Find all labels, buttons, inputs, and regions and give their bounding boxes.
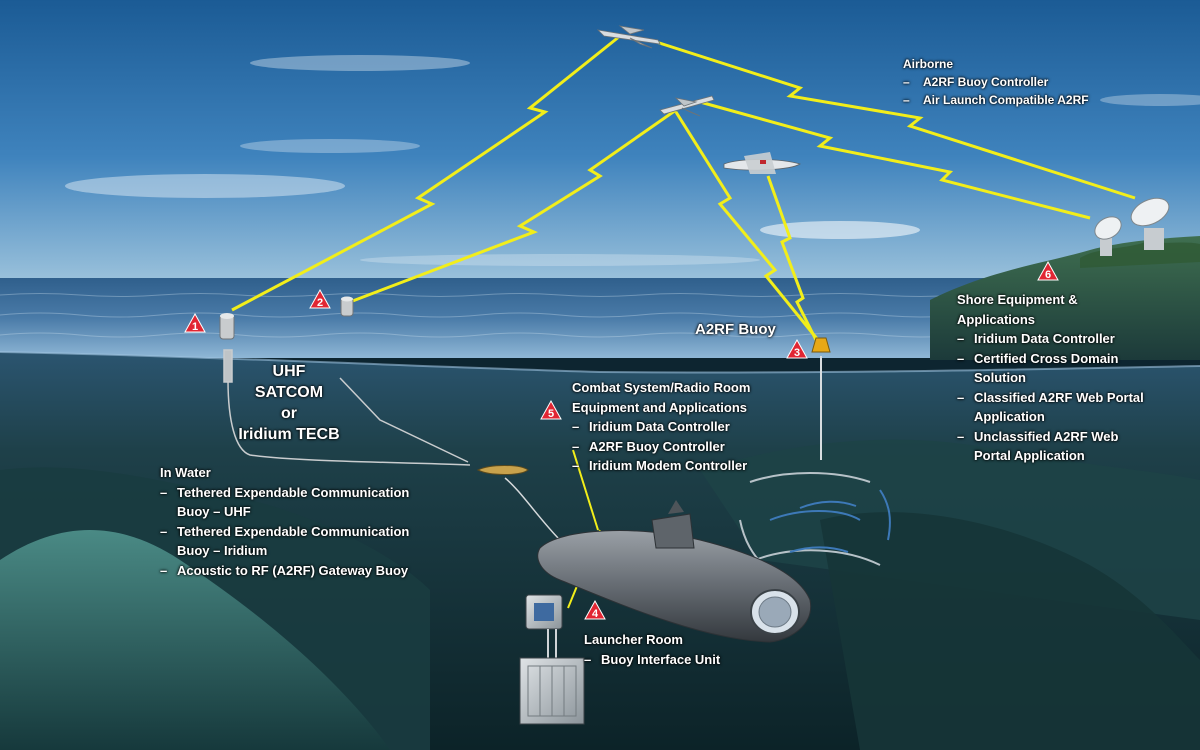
- shore-item: –Unclassified A2RF Web Portal Applicatio…: [957, 428, 1119, 464]
- airborne-item: –A2RF Buoy Controller: [903, 75, 1049, 89]
- combat-system-item: –A2RF Buoy Controller: [572, 438, 725, 454]
- acoustic-waves: [739, 472, 891, 571]
- buoy-2: [340, 296, 354, 317]
- svg-text:5: 5: [548, 408, 554, 420]
- clouds: [65, 55, 1200, 266]
- shore-title: Shore Equipment & Applications: [957, 292, 1078, 327]
- satellite-dishes: [1094, 197, 1170, 256]
- in-water-title: In Water: [160, 465, 211, 480]
- marker-5: 5: [540, 399, 562, 420]
- marker-1: 1: [184, 312, 206, 333]
- combat-system-item: –Iridium Modem Controller: [572, 458, 748, 473]
- comm-links: [231, 34, 1136, 609]
- tecb-label: UHF SATCOM or Iridium TECB: [238, 363, 340, 443]
- svg-text:2: 2: [317, 297, 323, 309]
- marker-3: 3: [786, 338, 808, 359]
- marker-2: 2: [309, 288, 331, 309]
- a2rf-buoy-label: A2RF Buoy: [695, 321, 776, 338]
- svg-text:4: 4: [592, 608, 599, 620]
- tecb-canister: [476, 465, 561, 541]
- airborne-title: Airborne: [903, 57, 954, 71]
- combat-system-item: –Iridium Data Controller: [572, 419, 730, 434]
- combat-system-title: Combat System/Radio Room: [572, 380, 751, 395]
- launcher-room-item: –Buoy Interface Unit: [584, 651, 721, 667]
- buoy-1: [219, 313, 235, 340]
- shore-item: –Classified A2RF Web Portal Application: [957, 389, 1144, 425]
- seafloor: [0, 439, 1200, 750]
- launcher-room-label: Launcher Room –Buoy Interface Unit: [584, 630, 764, 669]
- combat-system-label: Combat System/Radio Room Equipment and A…: [572, 378, 772, 476]
- in-water-item: –Tethered Expendable Communication Buoy …: [160, 484, 410, 520]
- buoy-interface-unit: [519, 594, 585, 725]
- shore-item: –Iridium Data Controller: [957, 331, 1115, 346]
- in-water-label: In Water –Tethered Expendable Communicat…: [160, 463, 430, 580]
- aircraft-high: [596, 25, 661, 49]
- svg-text:1: 1: [192, 321, 198, 333]
- marker-4: 4: [584, 599, 606, 620]
- in-water-item: –Tethered Expendable Communication Buoy …: [160, 523, 410, 559]
- launcher-room-title: Launcher Room: [584, 632, 683, 647]
- svg-text:3: 3: [794, 347, 800, 359]
- tether-cable: [223, 349, 471, 466]
- airborne-item: –Air Launch Compatible A2RF: [903, 93, 1089, 107]
- marker-6: 6: [1037, 260, 1059, 281]
- in-water-item: –Acoustic to RF (A2RF) Gateway Buoy: [160, 562, 409, 578]
- svg-text:6: 6: [1045, 269, 1051, 281]
- airborne-label: Airborne –A2RF Buoy Controller –Air Laun…: [903, 55, 1089, 109]
- submarine: [537, 500, 812, 643]
- shore-label: Shore Equipment & Applications –Iridium …: [957, 290, 1157, 466]
- sky: [0, 0, 1200, 285]
- a2rf-buoy: [811, 337, 831, 460]
- waves: [0, 293, 961, 338]
- shore-item: –Certified Cross Domain Solution: [957, 350, 1119, 386]
- shore-island: [930, 236, 1200, 360]
- p3-aircraft: [723, 152, 801, 174]
- aircraft-mid: [659, 95, 715, 117]
